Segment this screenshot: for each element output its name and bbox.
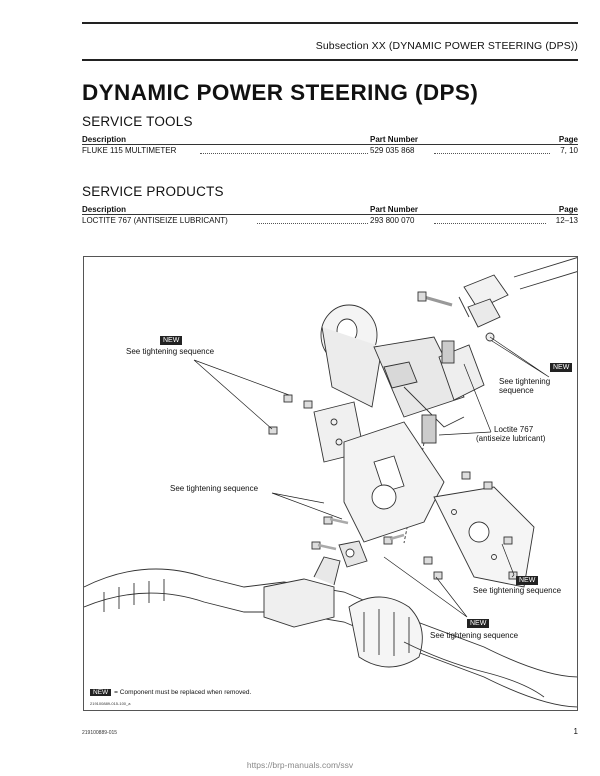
page-title: DYNAMIC POWER STEERING (DPS)	[82, 80, 479, 105]
tool-description: FLUKE 115 MULTIMETER	[82, 146, 179, 155]
product-description: LOCTITE 767 (ANTISEIZE LUBRICANT)	[82, 216, 230, 225]
figure-code: 219100889-015-100_a	[90, 701, 131, 706]
new-badge: NEW	[160, 336, 183, 345]
service-products-section: SERVICE PRODUCTS Description Part Number…	[82, 184, 578, 227]
table-header: Description Part Number Page	[82, 205, 578, 215]
column-part-number: Part Number	[370, 205, 419, 214]
figure-legend: NEW= Component must be replaced when rem…	[90, 689, 251, 696]
service-tools-table: Description Part Number Page FLUKE 115 M…	[82, 135, 578, 157]
new-badge: NEW	[550, 363, 573, 372]
legend-new-badge: NEW	[90, 689, 112, 696]
column-page: Page	[558, 135, 578, 144]
column-page: Page	[558, 205, 578, 214]
callout-tightening-sequence: See tightening sequence	[473, 586, 562, 595]
exploded-view-figure: NEW See tightening sequence NEW See tigh…	[83, 256, 578, 711]
callout-tightening-sequence-line1: See tightening	[499, 377, 551, 386]
leader-dots	[200, 153, 368, 154]
steering-exploded-illustration	[84, 257, 577, 708]
service-products-table: Description Part Number Page LOCTITE 767…	[82, 205, 578, 227]
callout-loctite-767: Loctite 767	[494, 425, 534, 434]
callout-tightening-sequence-line2: sequence	[499, 386, 534, 395]
table-row: LOCTITE 767 (ANTISEIZE LUBRICANT) 293 80…	[82, 216, 578, 227]
callout-tightening-sequence: See tightening sequence	[126, 347, 215, 356]
footer-doc-code: 219100889-015	[82, 730, 118, 736]
footer-url[interactable]: https://brp-manuals.com/ssv	[246, 760, 354, 770]
product-part-number: 293 800 070	[370, 216, 417, 225]
tool-page: 7, 10	[559, 146, 578, 155]
subsection-header: Subsection XX (DYNAMIC POWER STEERING (D…	[315, 40, 578, 52]
new-badge: NEW	[516, 576, 539, 585]
callout-antiseize-lubricant: (antiseize lubricant)	[476, 434, 546, 443]
service-tools-heading: SERVICE TOOLS	[82, 114, 193, 129]
tool-part-number: 529 035 868	[370, 146, 417, 155]
header-bottom-rule	[82, 59, 578, 61]
service-tools-section: SERVICE TOOLS Description Part Number Pa…	[82, 114, 578, 157]
leader-dots	[434, 223, 546, 224]
callout-tightening-sequence: See tightening sequence	[430, 631, 519, 640]
table-row: FLUKE 115 MULTIMETER 529 035 868 7, 10	[82, 146, 578, 157]
column-description: Description	[82, 205, 127, 214]
product-page: 12–13	[554, 216, 578, 225]
table-header: Description Part Number Page	[82, 135, 578, 145]
service-products-heading: SERVICE PRODUCTS	[82, 184, 224, 199]
column-part-number: Part Number	[370, 135, 419, 144]
new-badge: NEW	[467, 619, 490, 628]
legend-text: = Component must be replaced when remove…	[114, 689, 252, 696]
page-number: 1	[573, 727, 578, 736]
callout-tightening-sequence: See tightening sequence	[170, 484, 259, 493]
column-description: Description	[82, 135, 127, 144]
header-top-rule	[82, 22, 578, 24]
leader-dots	[257, 223, 368, 224]
leader-dots	[434, 153, 550, 154]
